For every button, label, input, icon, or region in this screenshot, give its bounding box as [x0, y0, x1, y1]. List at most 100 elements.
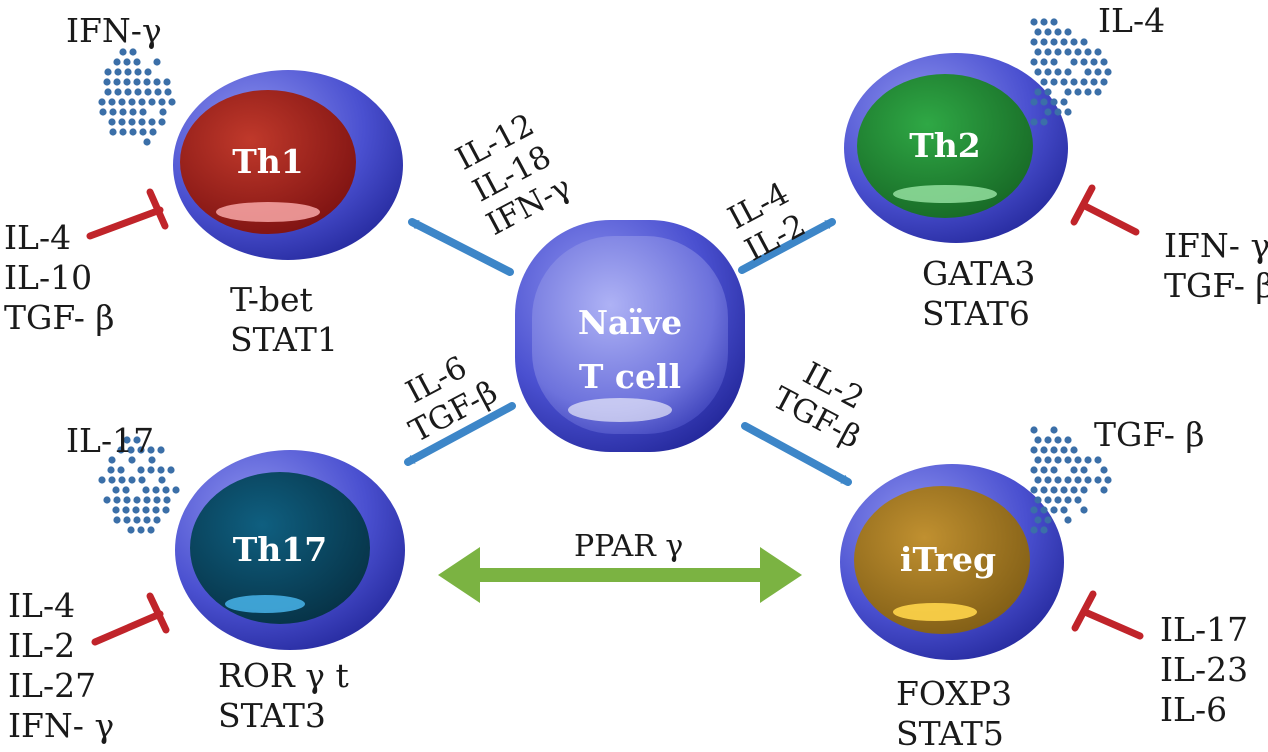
cytokine-dot	[142, 506, 150, 514]
th1-inhibitor-list: IL-4 IL-10 TGF- β	[4, 218, 115, 338]
cytokine-dot	[1034, 496, 1042, 504]
cytokine-dot	[143, 138, 151, 146]
cytokine-dot	[162, 506, 170, 514]
th17-inhibitor: IL-27	[8, 666, 97, 705]
cytokine-dot	[152, 506, 160, 514]
cytokine-dot	[1034, 88, 1042, 96]
cytokine-dot	[162, 486, 170, 494]
cytokine-dot	[103, 496, 111, 504]
cytokine-dot	[1074, 48, 1082, 56]
cytokine-dot	[172, 486, 180, 494]
cytokine-dot	[1094, 48, 1102, 56]
cytokine-dot	[118, 476, 126, 484]
cytokine-dot	[1084, 456, 1092, 464]
cytokine-dot	[1040, 18, 1048, 26]
th1-cytokine-dots	[98, 48, 176, 146]
cytokine-dot	[1080, 78, 1088, 86]
cytokine-dot	[104, 88, 112, 96]
cytokine-dot	[1104, 68, 1112, 76]
cytokine-dot	[139, 128, 147, 136]
itreg-nucleus	[854, 486, 1030, 634]
cytokine-dot	[108, 476, 116, 484]
cytokine-dot	[129, 108, 137, 116]
arrow-to-itreg	[741, 422, 852, 486]
cytokine-dot	[1040, 78, 1048, 86]
cytokine-dot	[1060, 446, 1068, 454]
th17-cell	[175, 450, 405, 650]
cytokine-dot	[1080, 466, 1088, 474]
cytokine-dot	[158, 98, 166, 106]
cytokine-dot	[1030, 98, 1038, 106]
cytokine-dot	[1064, 28, 1072, 36]
cytokine-dot	[139, 108, 147, 116]
cytokine-dot	[133, 516, 141, 524]
th2-cytokine-dots	[1030, 18, 1112, 126]
th2-nucleus	[857, 74, 1033, 218]
cytokine-dot	[119, 108, 127, 116]
th17-nucleus	[190, 472, 370, 624]
cytokine-dot	[153, 516, 161, 524]
itreg-inhibitor: IL-23	[1160, 650, 1249, 689]
cytokine-dot	[1070, 78, 1078, 86]
cytokine-dot	[1060, 506, 1068, 514]
cytokine-dot	[1040, 466, 1048, 474]
itreg-inhibitor: IL-6	[1160, 690, 1228, 729]
cytokine-dot	[1050, 38, 1058, 46]
cytokine-dot	[1064, 68, 1072, 76]
cytokine-dot	[133, 496, 141, 504]
cytokine-dot	[1034, 516, 1042, 524]
cytokine-dot	[124, 68, 132, 76]
cytokine-dot	[1094, 68, 1102, 76]
cytokine-dot	[98, 476, 106, 484]
cytokine-dot	[147, 466, 155, 474]
cytokine-dot	[1074, 476, 1082, 484]
cytokine-dot	[1040, 118, 1048, 126]
th2-inhibition-bar	[1070, 184, 1140, 236]
th2-name: Th2	[909, 126, 981, 165]
cytokine-dot	[144, 88, 152, 96]
cytokine-dot	[159, 108, 167, 116]
cytokine-dot	[157, 446, 165, 454]
th1-transcription-factor: STAT1	[230, 320, 338, 359]
th2-highlight	[893, 185, 997, 203]
th17-secreted-label: IL-17	[66, 421, 155, 460]
cytokine-dot	[112, 486, 120, 494]
th17-name: Th17	[232, 530, 328, 569]
cytokine-dot	[1070, 466, 1078, 474]
th17-inhibitor: IL-4	[8, 586, 76, 625]
cytokine-dot	[134, 68, 142, 76]
cytokine-dot	[1100, 466, 1108, 474]
th2-transcription-factors: GATA3 STAT6	[922, 254, 1035, 334]
cytokine-dot	[137, 526, 145, 534]
cytokine-dot	[137, 446, 145, 454]
cytokine-dot	[123, 58, 131, 66]
cytokine-dot	[1030, 38, 1038, 46]
cytokine-dot	[167, 466, 175, 474]
cytokine-dot	[1030, 506, 1038, 514]
th2-transcription-factor: STAT6	[922, 294, 1030, 333]
th2-inhibitor: TGF- β	[1164, 266, 1268, 305]
cytokine-dot	[1074, 496, 1082, 504]
th1-inhibitor: TGF- β	[4, 298, 115, 337]
cytokine-dot	[128, 456, 136, 464]
cytokine-dot	[163, 496, 171, 504]
cytokine-dot	[1064, 108, 1072, 116]
cytokine-dot	[1064, 88, 1072, 96]
cytokine-dot	[132, 506, 140, 514]
cytokine-dot	[109, 128, 117, 136]
cytokine-dot	[1030, 58, 1038, 66]
th17-inhibition-bar	[91, 592, 170, 646]
cytokine-dot	[1054, 496, 1062, 504]
cytokine-dot	[113, 78, 121, 86]
cytokine-dot	[1060, 78, 1068, 86]
cytokine-dot	[143, 516, 151, 524]
naive-name-line1: Naïve	[577, 303, 683, 342]
cytokine-dot	[1064, 436, 1072, 444]
cytokine-dot	[1040, 38, 1048, 46]
cytokine-dot	[164, 88, 172, 96]
naive-cell-name: Naïve T cell	[550, 296, 710, 404]
cytokine-dot	[117, 466, 125, 474]
arrow-to-th2	[738, 218, 836, 274]
cytokine-dot	[142, 486, 150, 494]
